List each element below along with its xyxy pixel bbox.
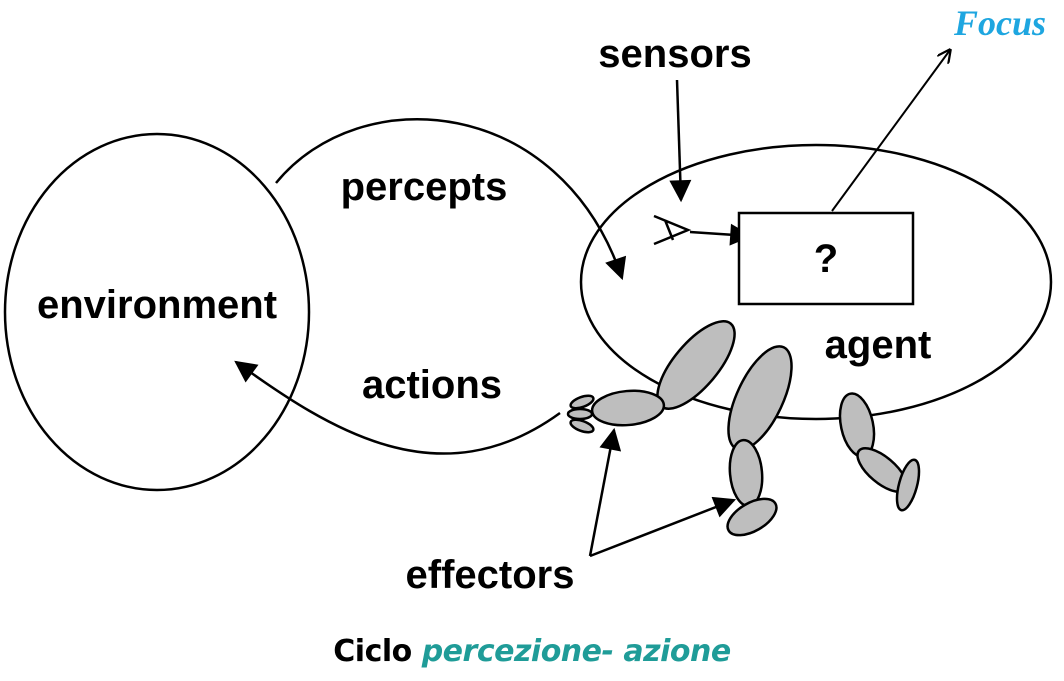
focus-pointer-arrow [831,50,950,212]
actions-label: actions [362,363,502,407]
agent-label: agent [825,323,932,367]
caption-prefix: Ciclo [333,634,412,669]
effectors-arrow-arm [588,427,622,557]
sensors-label: sensors [598,32,751,76]
effector-limbs [566,320,921,537]
environment-label: environment [37,283,277,327]
sensor-eye-icon [653,214,692,246]
agent-ellipse [579,143,1053,421]
actions-arrow [234,360,561,455]
environment-ellipse [3,132,311,492]
caption-emphasis: percezione- azione [421,634,732,669]
percepts-label: percepts [341,165,508,209]
caption: Ciclo percezione- azione [0,634,1064,669]
focus-label: Focus [953,3,1046,43]
sensors-arrow [669,79,692,203]
effectors-label: effectors [406,553,575,597]
question-label: ? [814,237,838,281]
agent-environment-diagram: environment percepts actions sensors age… [3,3,1053,597]
agent-function-box [737,211,915,306]
percepts-arrow [275,118,627,281]
effectors-arrow-leg [589,496,737,558]
